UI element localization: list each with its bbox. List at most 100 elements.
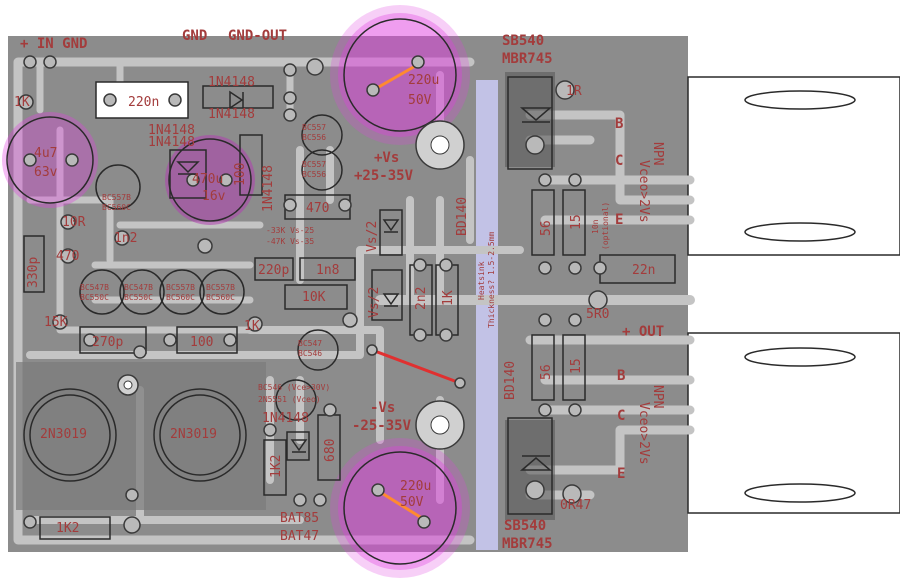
cap-470u [165, 135, 255, 225]
label-r-56-bot: 56 [539, 364, 554, 380]
label-r-1k-left: 1K [14, 95, 30, 110]
label-npn-bot: NPN [650, 385, 665, 408]
label-r-470-b: 470 [306, 201, 329, 216]
label-bat47: BAT47 [280, 529, 319, 544]
small-transistors [79, 114, 343, 421]
label-bc560c-2: BC560C [166, 293, 195, 302]
label-note-33k: -33K Vs-25 [266, 226, 314, 235]
label-npn-top-e: E [615, 212, 623, 228]
label-c-22n: 22n [632, 263, 655, 278]
label-gnd: GND [182, 28, 207, 44]
silkscreen-labels: + IN GND GND GND-OUT SB540 MBR745 SB540 … [14, 28, 665, 552]
label-bc546-a: BC546 [298, 349, 322, 358]
label-npn-bot-e: E [617, 466, 625, 482]
label-r-100: 100 [190, 335, 213, 350]
label-sb540-bot: SB540 [504, 518, 546, 534]
npn-bottom-package [687, 332, 900, 514]
label-bc556-b: BC556 [302, 170, 326, 179]
label-1n4148-b: 1N4148 [208, 107, 255, 122]
cap-220u-top [330, 5, 470, 145]
label-optional: (optional) [601, 202, 610, 250]
label-10n: 10n [591, 219, 600, 234]
pads [18, 55, 608, 534]
label-r-680: 680 [323, 439, 338, 462]
label-bd140-top: BD140 [455, 197, 470, 236]
label-r-470-a: 470 [56, 249, 79, 264]
label-in-gnd: + IN GND [20, 36, 87, 52]
label-npn-top-b: B [615, 116, 623, 132]
label-vs-half-2: Vs/2 [367, 287, 382, 318]
label-c-100: 100 [233, 163, 248, 186]
label-bc557-b: BC557 [302, 160, 326, 169]
label-npn-top-c: C [615, 153, 623, 169]
label-2n3019-a: 2N3019 [40, 427, 87, 442]
label-heatsink-thickness: Thickness? 1.5-2.5mm [487, 231, 496, 328]
label-1n4148-d: 1N4148 [148, 135, 195, 150]
label-vs-half-1: Vs/2 [365, 221, 380, 252]
label-r-15-bot: 15 [569, 358, 584, 374]
label-r-15-top: 15 [569, 214, 584, 230]
label-bc550c-2: BC550C [124, 293, 153, 302]
component-outlines [23, 76, 676, 540]
label-2n3019-b: 2N3019 [170, 427, 217, 442]
label-bc546-note: BC546 (Vce>30V) [258, 383, 330, 392]
label-r-10k: 10K [302, 290, 326, 305]
label-gnd-out: GND-OUT [228, 28, 287, 44]
label-bc547-a: BC547 [298, 339, 322, 348]
label-c-1n2: 1n2 [114, 231, 137, 246]
label-npn-bot-b: B [617, 368, 625, 384]
label-c-220u-top: 220u [408, 73, 439, 88]
label-r-1k-mid: 1K [441, 290, 456, 306]
label-c-4u7: 4u7 [34, 146, 57, 161]
label-1n4148-vert: 1N4148 [261, 165, 276, 212]
label-r-1k-right: 1K [244, 319, 260, 334]
label-vs-pos-range: +25-35V [354, 168, 414, 184]
label-1n4148-a: 1N4148 [208, 75, 255, 90]
label-npn-bot-c: C [617, 408, 625, 424]
label-v-63v: 63v [34, 165, 58, 180]
label-1n4148-bot: 1N4148 [262, 411, 309, 426]
label-bc557b-2: BC557B [166, 283, 195, 292]
label-note-47k: -47K Vs-35 [266, 237, 314, 246]
label-c-330p: 330p [26, 257, 41, 288]
label-vs-neg-range: -25-35V [352, 418, 412, 434]
npn-top-package [687, 76, 900, 256]
q-2n3019-left [23, 388, 117, 482]
label-r-1k2-mid: 1K2 [269, 455, 284, 478]
label-c-2n2: 2n2 [414, 287, 429, 310]
label-c-220p: 220p [258, 263, 289, 278]
cap-4u7 [2, 112, 98, 208]
label-bc560c: BC560C [102, 203, 131, 212]
heatsink-strip [476, 80, 498, 550]
label-mbr745-top: MBR745 [502, 51, 553, 67]
label-c-470u: 470u [192, 172, 223, 187]
jumper-wire [371, 348, 461, 385]
label-bd140-bot: BD140 [503, 361, 518, 400]
diode-symbols [176, 90, 553, 471]
label-1n4148-c: 1N4148 [148, 123, 195, 138]
label-v-50v-top: 50V [408, 93, 432, 108]
label-c-220n: 220n [128, 95, 159, 110]
label-r-5r0: 5R0 [586, 307, 609, 322]
label-mbr745-bot: MBR745 [502, 536, 553, 552]
label-r-1r: 1R [566, 84, 582, 99]
label-v-16v: 16v [202, 189, 226, 204]
label-bc547b-1: BC547B [80, 283, 109, 292]
label-out: + OUT [622, 324, 664, 340]
label-sb540-top: SB540 [502, 33, 544, 49]
label-2n5551-note: 2N5551 (Vceo) [258, 395, 321, 404]
label-bc556-a: BC556 [302, 133, 326, 142]
label-bc550c-1: BC550C [80, 293, 109, 302]
label-r-15k: 15K [44, 315, 68, 330]
label-heatsink: Heatsink [477, 261, 486, 300]
label-r-56-top: 56 [539, 220, 554, 236]
label-bc557b: BC557B [102, 193, 131, 202]
label-c-220u-bot: 220u [400, 479, 431, 494]
label-npn-bot-vceo: Vceo>2Vs [636, 402, 651, 465]
label-vs-pos: +Vs [374, 150, 399, 166]
label-r-10r: 10R [62, 215, 86, 230]
label-bc560c-3: BC560C [206, 293, 235, 302]
label-npn-top: NPN [650, 142, 665, 165]
label-r-1k2-bot: 1K2 [56, 521, 79, 536]
